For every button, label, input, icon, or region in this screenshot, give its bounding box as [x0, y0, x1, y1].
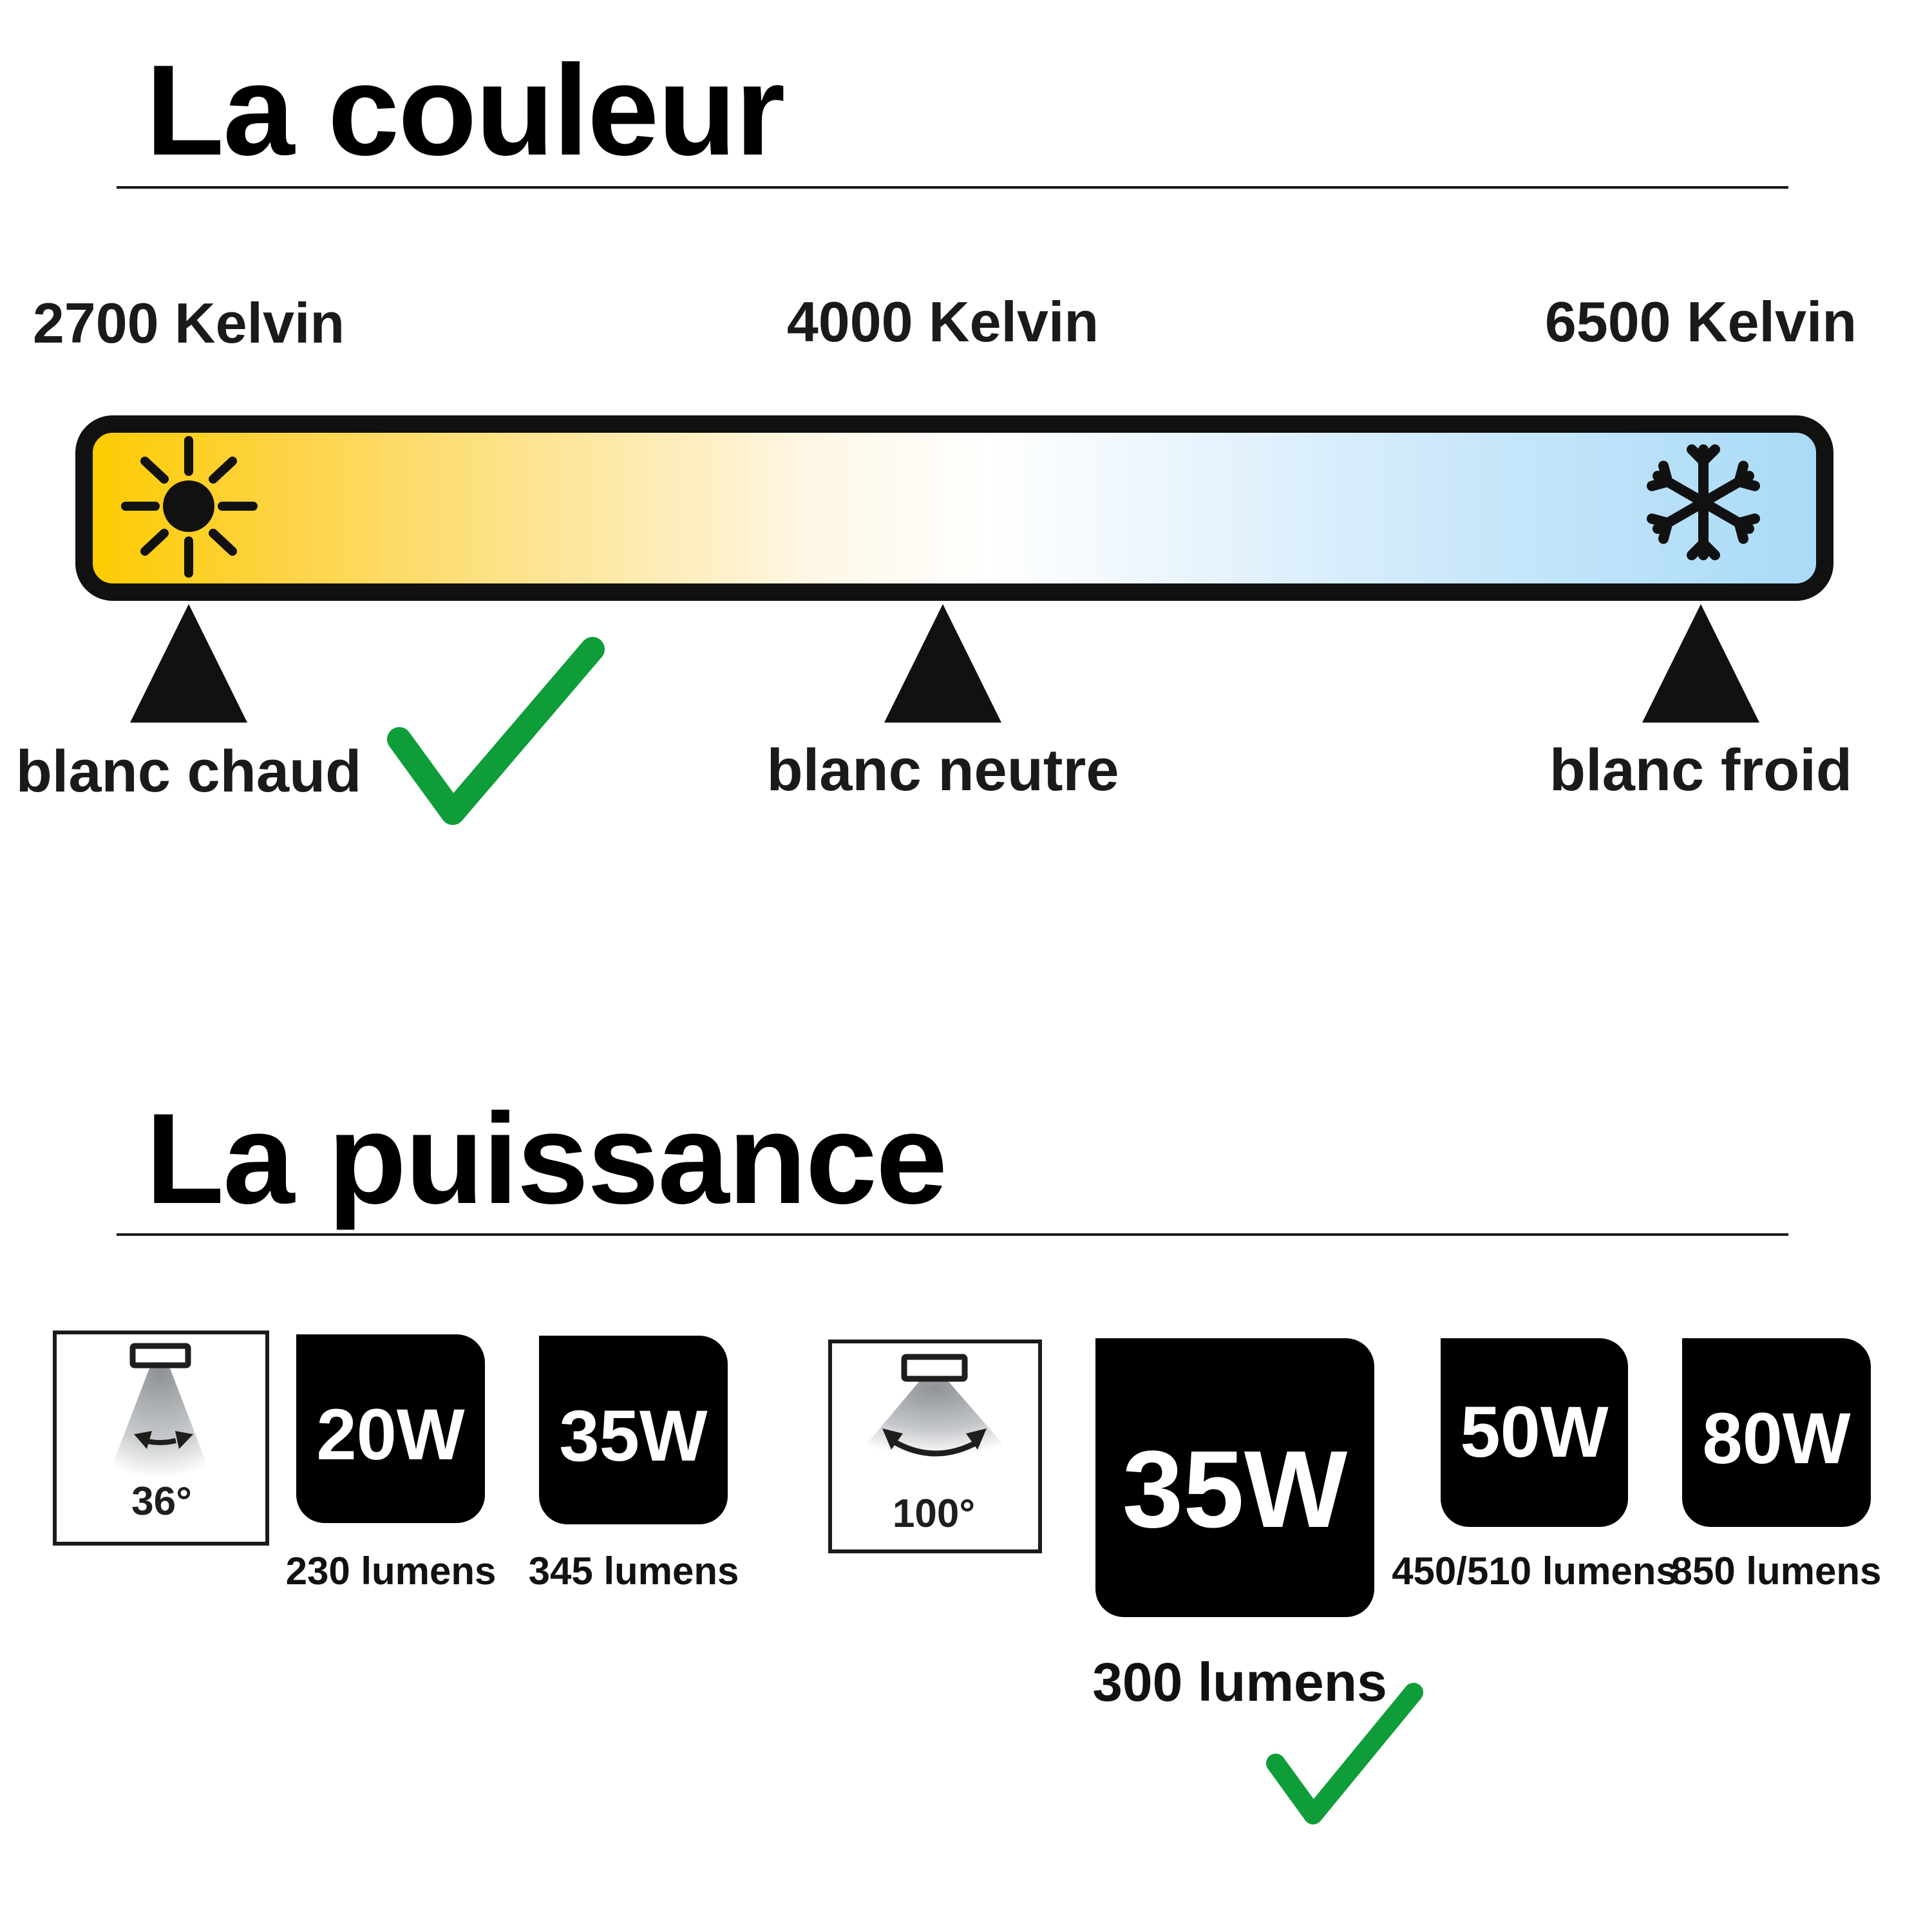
- watt-option-80w[interactable]: 80W: [1682, 1338, 1871, 1527]
- watt-value: 80W: [1702, 1398, 1851, 1479]
- section-title-power: La puissance: [146, 1087, 947, 1231]
- section-divider-color: [117, 186, 1788, 189]
- lumens-label: 850 lumens: [1671, 1549, 1882, 1593]
- watt-option-35w-narrow[interactable]: 35W: [539, 1336, 728, 1524]
- watt-value: 20W: [316, 1394, 465, 1475]
- checkmark-icon: [380, 631, 605, 831]
- kelvin-label-2700: 2700 Kelvin: [32, 291, 345, 355]
- watt-option-35w-wide-selected[interactable]: 35W: [1095, 1338, 1374, 1617]
- lumens-label-selected: 300 lumens: [1092, 1652, 1387, 1712]
- watt-option-50w[interactable]: 50W: [1441, 1338, 1628, 1527]
- tone-label-warm: blanc chaud: [15, 739, 362, 804]
- checkmark-icon: [1259, 1674, 1433, 1829]
- lumens-label: 230 lumens: [285, 1549, 497, 1593]
- sun-icon: [118, 433, 260, 581]
- kelvin-label-4000: 4000 Kelvin: [786, 290, 1099, 354]
- beam-angle-36-box: 36°: [53, 1331, 269, 1546]
- lumens-label: 345 lumens: [528, 1549, 739, 1593]
- watt-value: 50W: [1460, 1392, 1609, 1472]
- lumens-label: 450/510 lumens: [1392, 1549, 1678, 1593]
- marker-warm: [130, 604, 247, 723]
- tone-label-neutral: blanc neutre: [766, 737, 1119, 803]
- tone-label-cold: blanc froid: [1549, 737, 1853, 803]
- watt-value: 35W: [1122, 1428, 1348, 1551]
- svg-text:100°: 100°: [893, 1492, 975, 1536]
- kelvin-label-6500: 6500 Kelvin: [1544, 290, 1857, 354]
- color-temperature-bar: [75, 415, 1833, 601]
- wide-beam-icon: 100°: [845, 1354, 1025, 1536]
- section-title-color: La couleur: [146, 39, 785, 182]
- svg-text:36°: 36°: [131, 1479, 192, 1524]
- snowflake-icon: [1642, 441, 1765, 564]
- marker-cold: [1642, 604, 1759, 723]
- narrow-beam-icon: 36°: [107, 1343, 213, 1524]
- beam-angle-100-box: 100°: [828, 1340, 1042, 1553]
- section-divider-power: [117, 1233, 1788, 1236]
- watt-value: 35W: [559, 1396, 708, 1476]
- marker-neutral: [884, 604, 1001, 723]
- watt-option-20w[interactable]: 20W: [296, 1334, 485, 1523]
